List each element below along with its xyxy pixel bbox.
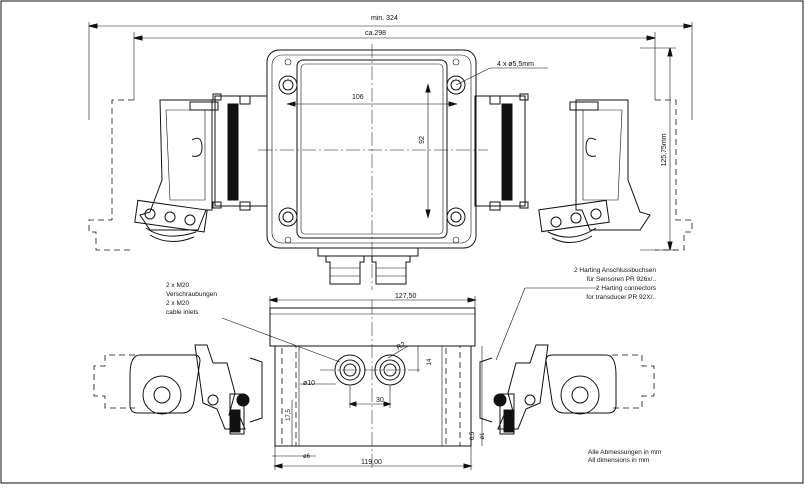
dim-body: ca.298 <box>133 30 656 100</box>
dim-01: ø1 <box>480 432 486 440</box>
dim-14: 14 <box>427 358 433 365</box>
svg-text:2 x M20: 2 x M20 <box>166 282 190 289</box>
dim-side-width-text: 127,50 <box>395 293 417 300</box>
left-clamp-outline <box>88 99 134 251</box>
svg-text:2 Harting Anschlussbuchsen: 2 Harting Anschlussbuchsen <box>574 267 656 274</box>
mounting-hole-bl <box>278 207 298 227</box>
m20-leader <box>221 317 341 363</box>
dim-height-text: 125,75mm <box>661 133 668 166</box>
harting-leader <box>495 287 526 361</box>
cable-glands-top <box>317 247 419 285</box>
svg-text:All dimensions in mm: All dimensions in mm <box>588 457 649 464</box>
mounting-hole-tl <box>278 75 298 95</box>
svg-text:cable inlets: cable inlets <box>166 309 199 316</box>
units-note: Alle Abmessungen in mm All dimensions in… <box>588 449 661 464</box>
svg-text:2 x M20: 2 x M20 <box>166 300 190 307</box>
side-dims: ø10 30 R2 14 17,5 ø6 119,00 6,5 ø1 <box>272 341 486 470</box>
dim-height: 125,75mm <box>640 47 676 251</box>
dim-hole-spacing-y: 92 <box>419 136 426 144</box>
left-clamp-side <box>93 344 263 435</box>
dim-17-5: 17,5 <box>286 409 292 421</box>
dim-inlet-dia: ø10 <box>303 380 315 387</box>
dim-inlet-spacing: 30 <box>376 397 384 404</box>
mounting-hole-tr <box>446 75 466 95</box>
dim-r2: R2 <box>396 341 407 352</box>
label-harting: 2 Harting Anschlussbuchsen für Sensoren … <box>574 267 657 301</box>
dim-holes-text: 4 x ø5,5mm <box>497 61 534 68</box>
right-clamp-outline <box>655 99 693 251</box>
svg-text:2 Harting connectors: 2 Harting connectors <box>596 285 657 292</box>
svg-text:für Sensoren PR 926x/..: für Sensoren PR 926x/.. <box>587 276 657 283</box>
dim-pin-dia: ø6 <box>303 454 311 460</box>
right-clamp-side <box>479 344 655 435</box>
svg-text:Alle Abmessungen in mm: Alle Abmessungen in mm <box>588 449 661 456</box>
housing-side-view <box>269 300 476 470</box>
dim-overall: min. 324 <box>88 15 693 120</box>
dim-overall-text: min. 324 <box>371 15 398 22</box>
label-m20: 2 x M20 Verschraubungen 2 x M20 cable in… <box>166 282 217 316</box>
svg-text:for transducer PR 92X/..: for transducer PR 92X/.. <box>586 294 656 301</box>
dim-bottom: 119,00 <box>361 459 382 466</box>
right-mount-top <box>474 93 651 243</box>
mounting-hole-br <box>446 207 466 227</box>
left-mount-top <box>134 93 268 242</box>
dim-hole-spacing-x: 106 <box>352 94 364 101</box>
svg-text:Verschraubungen: Verschraubungen <box>166 291 217 298</box>
dim-side-width: 127,50 <box>268 293 477 310</box>
dim-body-text: ca.298 <box>365 30 386 37</box>
dim-6-5: 6,5 <box>470 431 476 440</box>
